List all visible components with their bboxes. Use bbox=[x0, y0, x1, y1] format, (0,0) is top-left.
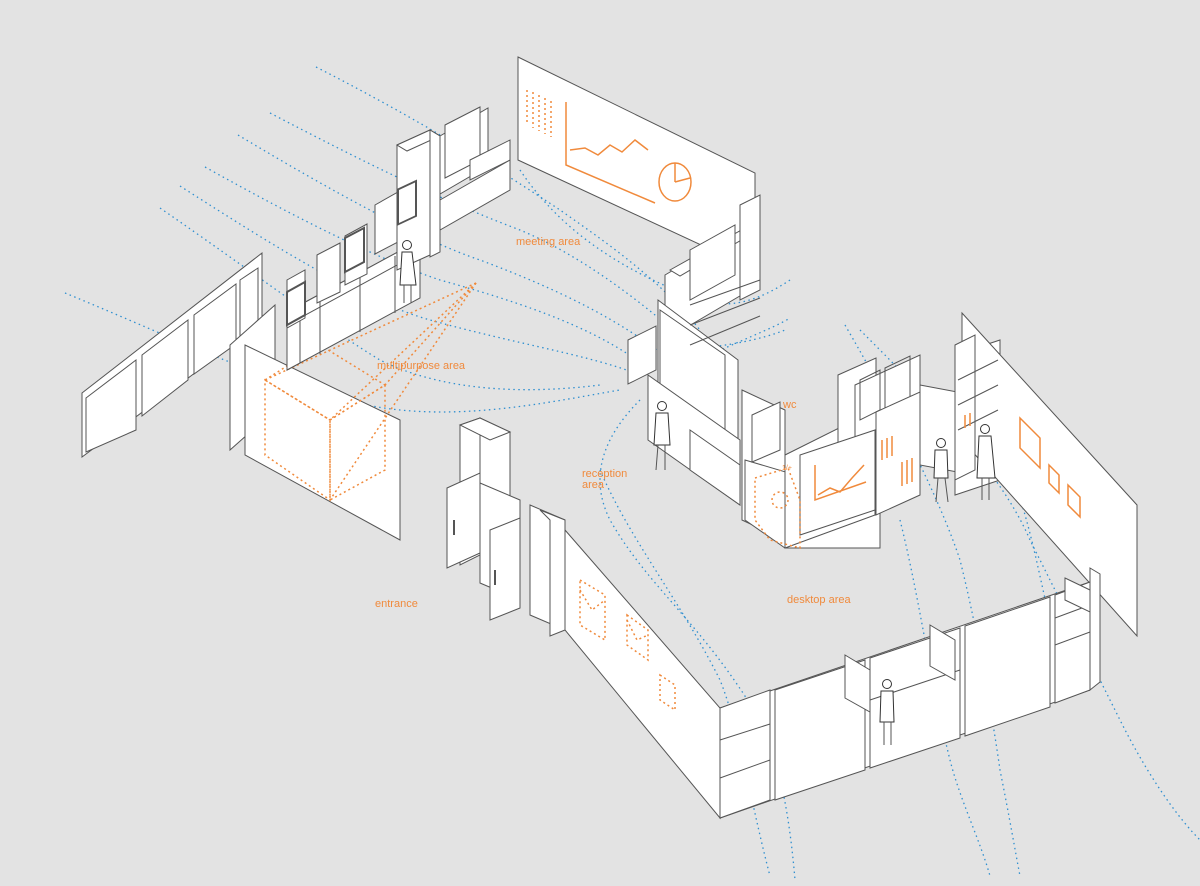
line-chart-icon bbox=[565, 102, 656, 204]
person-figure-icon bbox=[976, 424, 996, 500]
dotted-frame-icon: 1/+ bbox=[754, 465, 801, 549]
wc-chart-panel bbox=[799, 429, 876, 536]
label-reception-area: reception area bbox=[582, 468, 628, 491]
person-figure-icon bbox=[933, 438, 949, 503]
dotted-envelope-graphics bbox=[579, 578, 676, 712]
chart-small-text: 1/+ bbox=[782, 465, 792, 472]
desktop-wall bbox=[719, 567, 1101, 819]
picture-frames bbox=[1019, 416, 1081, 519]
reception-shelving bbox=[627, 194, 761, 506]
label-wc: wc bbox=[783, 399, 797, 411]
entrance-long-wall bbox=[564, 528, 721, 820]
person-figure-icon bbox=[399, 240, 417, 303]
pie-chart-icon bbox=[658, 162, 692, 202]
person-figure-icon bbox=[879, 679, 895, 745]
orange-files bbox=[881, 436, 913, 486]
person-figure-icon bbox=[653, 401, 671, 471]
kitchen-counter bbox=[285, 106, 511, 371]
projection-screen bbox=[229, 282, 477, 541]
entrance-lockers bbox=[446, 417, 566, 637]
left-folding-wall bbox=[81, 251, 263, 458]
dotted-grid-graphic bbox=[526, 90, 552, 137]
label-desktop-area: desktop area bbox=[787, 594, 851, 606]
label-entrance: entrance bbox=[375, 598, 418, 610]
label-multipurpose-area: multipurpose area bbox=[377, 360, 466, 372]
label-meeting-area: meeting area bbox=[516, 236, 581, 248]
